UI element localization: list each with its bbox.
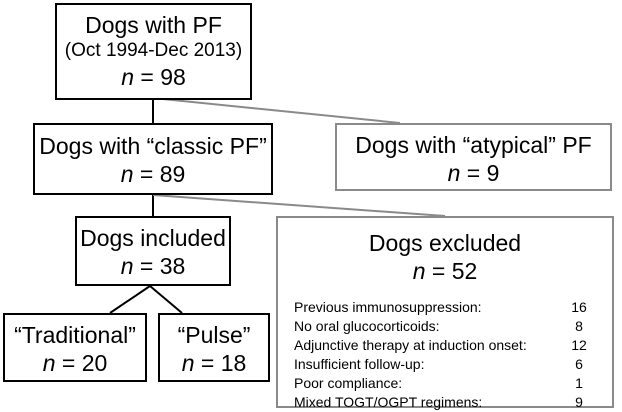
node-count: n = 18 bbox=[181, 350, 247, 376]
list-item: Poor compliance: 1 bbox=[294, 374, 594, 393]
reason-count: 16 bbox=[571, 299, 587, 315]
node-count: n = 38 bbox=[120, 253, 186, 279]
node-dogs-excluded: Dogs excluded n = 52 Previous immunosupp… bbox=[276, 216, 614, 410]
reason-count: 12 bbox=[571, 337, 587, 353]
reason-count: 6 bbox=[575, 356, 583, 372]
node-title: “Traditional” bbox=[14, 322, 136, 348]
node-dogs-included: Dogs included n = 38 bbox=[75, 216, 231, 286]
node-count: n = 89 bbox=[120, 161, 186, 187]
node-count: n = 52 bbox=[412, 258, 478, 284]
reason-label: No oral glucocorticoids: bbox=[294, 318, 440, 334]
node-subtitle: (Oct 1994-Dec 2013) bbox=[64, 40, 243, 61]
node-atypical-pf: Dogs with “atypical” PF n = 9 bbox=[335, 123, 612, 191]
list-item: Previous immunosuppression: 16 bbox=[294, 298, 594, 317]
reason-count: 8 bbox=[575, 318, 583, 334]
reason-label: Insufficient follow-up: bbox=[294, 356, 425, 372]
node-title: Dogs with PF bbox=[85, 12, 222, 38]
node-pulse: “Pulse” n = 18 bbox=[158, 313, 270, 382]
reason-label: Mixed TOGT/OGPT regimens: bbox=[294, 394, 483, 410]
list-item: No oral glucocorticoids: 8 bbox=[294, 317, 594, 336]
list-item: Mixed TOGT/OGPT regimens: 9 bbox=[294, 393, 594, 412]
edge-all-to-atypical bbox=[152, 97, 401, 124]
reason-label: Poor compliance: bbox=[294, 375, 403, 391]
node-title: “Pulse” bbox=[177, 322, 251, 348]
reason-label: Adjunctive therapy at induction onset: bbox=[294, 337, 527, 353]
edge-included-to-pulse bbox=[149, 285, 183, 314]
reason-count: 9 bbox=[575, 394, 583, 410]
reason-label: Previous immunosuppression: bbox=[294, 299, 482, 315]
node-classic-pf: Dogs with “classic PF” n = 89 bbox=[33, 123, 273, 195]
node-count: n = 98 bbox=[121, 64, 186, 90]
node-title: Dogs included bbox=[80, 225, 226, 251]
edge-classic-to-excluded bbox=[152, 194, 446, 217]
reason-count: 1 bbox=[575, 375, 583, 391]
exclusion-reasons-list: Previous immunosuppression: 16 No oral g… bbox=[294, 298, 594, 412]
list-item: Insufficient follow-up: 6 bbox=[294, 355, 594, 374]
node-count: n = 9 bbox=[447, 160, 500, 186]
node-title: Dogs with “atypical” PF bbox=[355, 132, 592, 158]
list-item: Adjunctive therapy at induction onset: 1… bbox=[294, 336, 594, 355]
node-title: Dogs with “classic PF” bbox=[39, 133, 267, 159]
node-title: Dogs excluded bbox=[368, 230, 522, 256]
edge-included-to-traditional bbox=[109, 285, 151, 314]
node-traditional: “Traditional” n = 20 bbox=[3, 313, 147, 382]
node-dogs-with-pf: Dogs with PF (Oct 1994-Dec 2013) n = 98 bbox=[55, 3, 252, 100]
node-count: n = 20 bbox=[42, 350, 108, 376]
